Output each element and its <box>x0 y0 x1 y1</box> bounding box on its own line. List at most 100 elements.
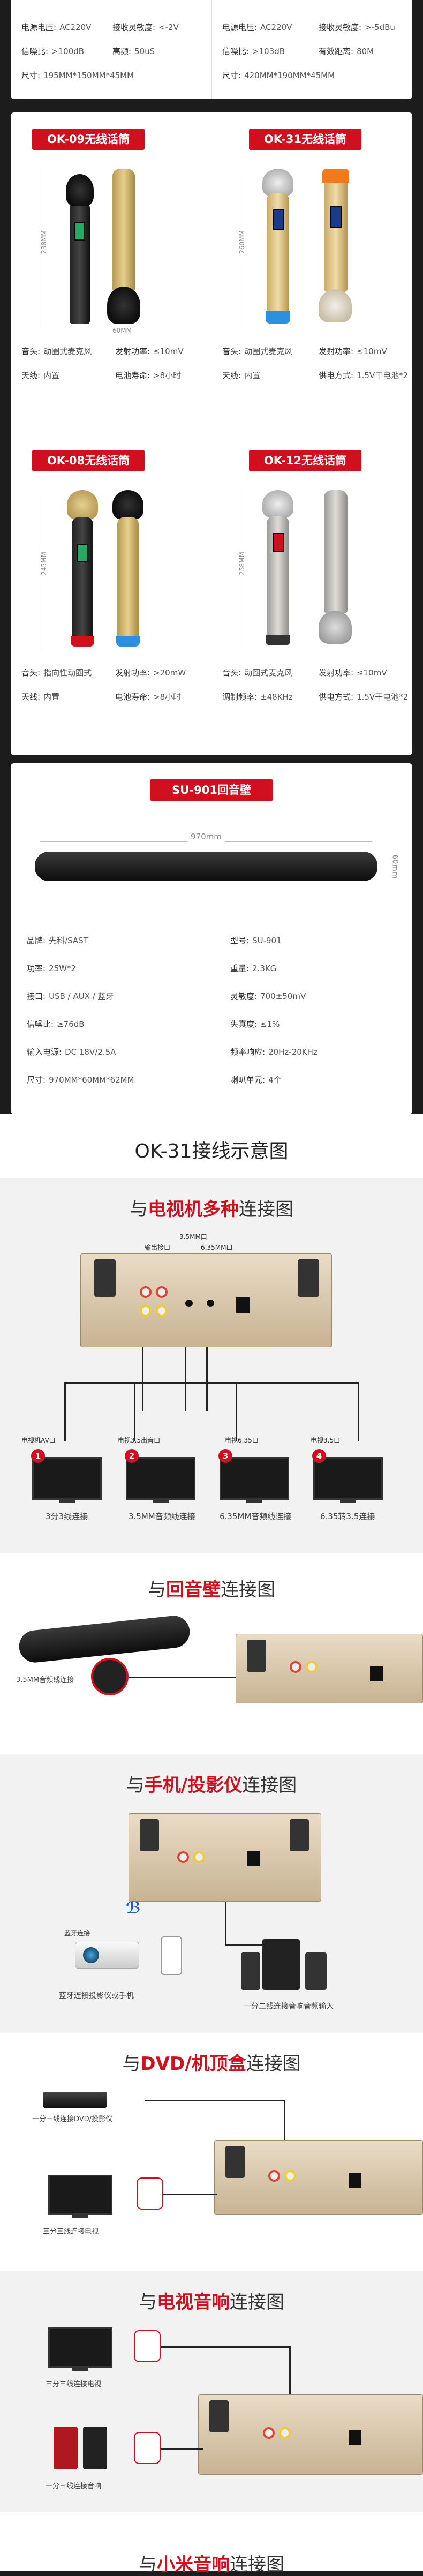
soundbar-connection-section: 与回音壁连接图 3.5MM音频线连接 <box>0 1553 423 1754</box>
cable <box>161 2448 203 2450</box>
mic-head-silver2 <box>319 611 352 644</box>
mic-height-label: 258MM <box>238 552 246 575</box>
step-number: 2 <box>125 1449 139 1463</box>
mic-head-gold <box>67 490 98 520</box>
cable <box>142 1347 143 1411</box>
tvaudio-connection-section: 与电视音响连接图 三分三线连接电视 一分三线连接音响 <box>0 2271 423 2512</box>
spec-key: 信噪比: <box>27 1019 54 1029</box>
spec-row: 电源电压:AC220V <box>222 21 292 33</box>
soundbar-spec: 品牌:先科/SAST <box>27 935 88 946</box>
speaker-caption: 一分二线连接音响音频输入 <box>244 2002 334 2011</box>
spec-value: 700±50mV <box>260 992 306 1001</box>
spec-key: 重量: <box>230 964 250 973</box>
cable <box>289 2346 291 2397</box>
speaker-icon <box>305 1952 327 1990</box>
spec-key: 发射功率: <box>115 347 150 356</box>
antenna-left <box>209 2400 229 2432</box>
title-suffix: 连接图 <box>246 2053 301 2075</box>
spec-value: >20mW <box>153 668 186 678</box>
mic-title-badge: OK-12无线话筒 <box>249 450 361 471</box>
spec-row: 电源电压:AC220V <box>21 21 91 33</box>
antenna-right <box>298 1259 319 1297</box>
mic-screen <box>330 206 342 228</box>
mic-spec: 供电方式:1.5V干电池*2 <box>319 691 408 702</box>
spec-row: 接收灵敏度:<-2V <box>112 21 179 33</box>
section-title: 与电视音响连接图 <box>0 2287 423 2314</box>
rca-port <box>156 1286 168 1298</box>
title-prefix: 与 <box>130 1199 148 1220</box>
xiaomi-connection-section: 与小米音响连接图 <box>0 2512 423 2575</box>
rca-port <box>268 2170 280 2182</box>
spec-key: 功率: <box>27 964 46 973</box>
mic-body-silver2 <box>324 490 348 613</box>
mic-spec: 调制频率:±48KHz <box>222 691 293 702</box>
rca-zoom-circle <box>137 2177 163 2210</box>
spec-value: ≥76dB <box>57 1019 85 1029</box>
power-switch <box>349 2173 361 2188</box>
speaker-icon <box>54 2427 78 2469</box>
mic-spec: 供电方式:1.5V干电池*2 <box>319 370 408 381</box>
spec-value: 动圈式麦克风 <box>244 347 293 356</box>
tv-stand <box>246 1500 262 1503</box>
spec-value: USB / AUX / 蓝牙 <box>49 992 114 1001</box>
spec-row: 信噪比:>100dB <box>21 46 84 57</box>
amplifier-back <box>214 2140 423 2215</box>
title-prefix: 与 <box>126 1775 145 1796</box>
spec-value: AC220V <box>59 22 92 32</box>
spec-value: 内置 <box>43 692 60 702</box>
spec-value: 4个 <box>268 1075 282 1085</box>
tv-screen <box>32 1457 102 1500</box>
spec-value: ≤10mV <box>357 668 387 678</box>
rca-port <box>263 2427 275 2439</box>
spec-value: >-5dBu <box>365 22 395 32</box>
antenna-left <box>247 1640 266 1672</box>
tv-screen <box>313 1457 383 1500</box>
title-highlight: DVD/机顶盒 <box>140 2053 246 2075</box>
spec-key: 天线: <box>21 371 41 380</box>
spec-row: 有效距离:80M <box>319 46 374 57</box>
rca-zoom-circle <box>134 2330 161 2362</box>
mic-photo-ok09: 238MM 60MM <box>32 158 193 335</box>
tv-caption: 3.5MM音频线连接 <box>129 1512 195 1521</box>
antenna-left <box>140 1819 159 1851</box>
spec-key: 品牌: <box>27 936 46 945</box>
spec-value: >8小时 <box>153 692 182 702</box>
spec-key: 电池寿命: <box>115 371 150 380</box>
section-title: 与DVD/机顶盒连接图 <box>0 2049 423 2075</box>
section-title: 与手机/投影仪连接图 <box>0 1770 423 1797</box>
antenna-left <box>225 2146 245 2178</box>
speaker-caption: 一分三线连接音响 <box>46 2482 102 2490</box>
spec-key: 接收灵敏度: <box>319 22 362 32</box>
title-highlight: 回音壁 <box>166 1579 221 1601</box>
projector-lens <box>83 1947 99 1963</box>
mic-spec: 发射功率:≤10mV <box>115 346 184 357</box>
title-highlight: 多种 <box>202 1199 239 1220</box>
mic-head-silver2 <box>319 289 352 322</box>
aux-zoom-circle <box>91 1658 129 1695</box>
cable <box>64 1382 359 1384</box>
mic-head-silver <box>262 490 293 518</box>
title-prefix: 与 <box>139 2554 157 2575</box>
soundbar-spec: 信噪比:≥76dB <box>27 1018 85 1030</box>
phone-icon <box>161 1936 182 1975</box>
section-title: 与电视机多种连接图 <box>0 1195 423 1221</box>
amplifier-back <box>80 1253 332 1347</box>
spec-key: 接口: <box>27 992 46 1001</box>
title-prefix: 与 <box>148 1579 166 1601</box>
mic-head-silver <box>262 169 293 197</box>
spec-key: 型号: <box>230 936 250 945</box>
port-label: 输出接口 <box>145 1244 171 1251</box>
cable <box>161 2346 289 2348</box>
tv-port-label: 电视机AV口 <box>21 1437 56 1444</box>
spec-value: ≤10mV <box>153 347 184 356</box>
mic-photo-ok31: 260MM <box>230 158 391 335</box>
title-suffix: 连接图 <box>239 1199 293 1220</box>
mic-body-gold <box>117 517 139 640</box>
title-suffix: 连接图 <box>230 2554 284 2575</box>
spec-value: ≤1% <box>260 1019 280 1029</box>
title-suffix: 连接图 <box>221 1579 275 1601</box>
rca-port <box>306 1661 318 1673</box>
rca-port <box>156 1305 168 1317</box>
soundbar-spec: 尺寸:970MM*60MM*62MM <box>27 1074 134 1085</box>
bluetooth-label: 蓝牙连接 <box>64 1929 90 1937</box>
